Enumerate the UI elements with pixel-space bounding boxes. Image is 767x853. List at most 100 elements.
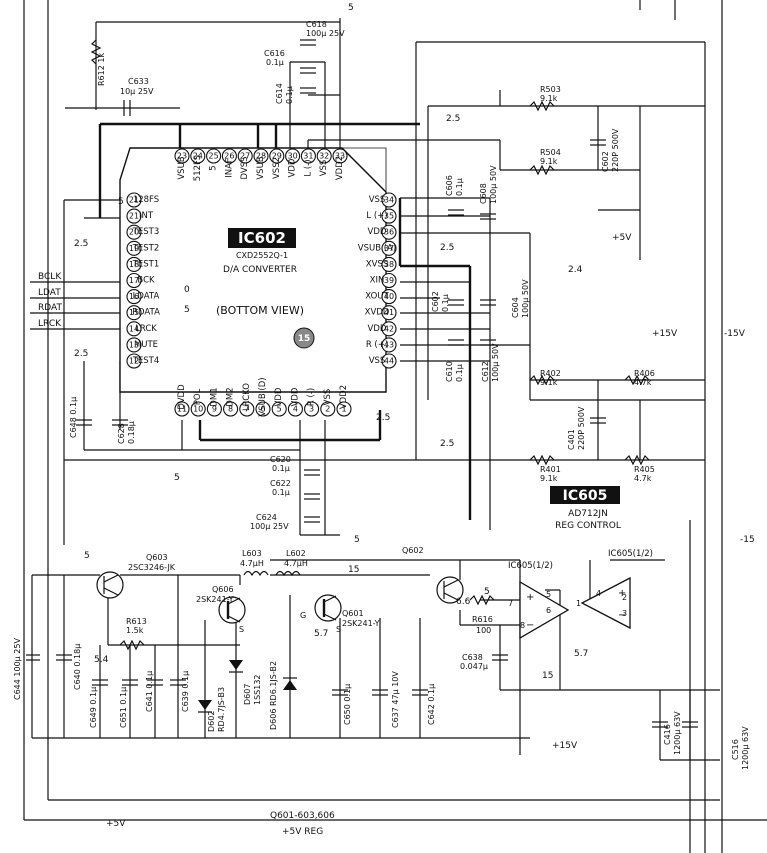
voltage-plus-5v-b: +5V [106, 819, 126, 829]
ic602-pin-name: INAF [224, 158, 234, 178]
ic602-pin-number: 9 [212, 405, 217, 414]
ic602-pin-name: VSUB (D) [258, 377, 268, 416]
ic602-ref: IC602 [238, 229, 286, 247]
ic602-pin-name: VSUB (A) [358, 243, 396, 253]
ic602-pin-right-1: 35L (+) [366, 208, 397, 224]
voltage-5-left: 5 [118, 197, 124, 207]
c622-ref: C622 [270, 479, 291, 488]
c638-value: 0.047µ [460, 662, 488, 671]
ic602-pin-bottom-8: 3R (-) [304, 388, 320, 417]
c620-value: 0.1µ [272, 464, 290, 473]
transistor-q603 [96, 571, 124, 599]
ic602-pin-number: 21 [129, 196, 139, 205]
ic602-pin-number: 21 [129, 212, 139, 221]
ic602-pin-number: 39 [384, 276, 394, 285]
voltage-5-c624: 5 [354, 535, 360, 545]
ic602-pin-name: TEST2 [132, 243, 160, 253]
c641-label: C641 0.1µ [145, 671, 154, 712]
ic602-pin-number: 8 [228, 405, 233, 414]
q601-part: 2SK241-Y [342, 619, 380, 628]
ic602-pin-name: VSUB [177, 156, 187, 179]
ic602-pin-top-8: 31L (-) [300, 148, 316, 177]
ic602-pin-number: 41 [384, 308, 394, 317]
c614-ref: C614 [275, 83, 284, 104]
c640-label: C640 0.18µ [73, 644, 82, 690]
voltage-2-5-b: 2.5 [440, 243, 454, 253]
ic602-pin-number: 7 [244, 405, 249, 414]
ic602-view: (BOTTOM VIEW) [216, 304, 304, 317]
transistor-q606 [218, 596, 246, 624]
r401-value: 9.1k [540, 474, 558, 483]
voltage-5-7-b: 5.7 [574, 649, 588, 659]
ic602-pin-number: 17 [129, 276, 139, 285]
ic602-pin-name: L (+) [366, 211, 387, 221]
q603-part: 2SC3246-JK [128, 563, 176, 572]
ic602-pin-name: VSS [369, 195, 386, 205]
signal-rdat: RDAT [38, 303, 62, 313]
diode-symbols [198, 660, 297, 713]
c516-ref: C516 [731, 739, 740, 760]
transistor-q601 [314, 594, 342, 622]
voltage-5-ic605: 5 [484, 587, 490, 597]
ic602-pin-number: 5 [277, 405, 282, 414]
ic602-pin-name: DM1 [209, 387, 219, 406]
ic602-pin-name: LRCKO [242, 383, 252, 411]
d607-ref: D607 [243, 684, 252, 705]
r402-ref: R402 [540, 369, 561, 378]
signal-bclk: BCLK [38, 272, 62, 282]
voltage-0: 0 [184, 285, 190, 295]
ic602-pin-name: POL [193, 388, 203, 405]
regulator-label: +5V REG [282, 827, 323, 837]
q606-source-label: S [239, 625, 244, 634]
ic602-package [119, 147, 387, 393]
svg-text:−: − [618, 610, 626, 621]
d607-part: 1SS132 [253, 674, 262, 705]
ic602-pin-number: 15 [129, 308, 139, 317]
signal-ldat: LDAT [38, 288, 61, 298]
c606-ref: C606 [445, 175, 454, 196]
ic602-pin-name: TEST4 [132, 356, 160, 366]
c416-value: 1200µ 63V [673, 711, 682, 755]
ic602-pin-number: 36 [384, 228, 394, 237]
voltage-plus-5v: +5V [612, 233, 632, 243]
c618-value: 100µ 25V [306, 29, 345, 38]
ic602-pin-name: 5 [209, 165, 219, 170]
voltage-2-5-bottom-2: 2.5 [440, 439, 454, 449]
ic602-pin-number: 25 [209, 152, 219, 161]
c628-ref: C628 [117, 423, 126, 444]
c401-ref: C401 [567, 429, 576, 450]
ic602-pin-number: 18 [129, 260, 139, 269]
voltage-15-c638: 15 [542, 671, 553, 681]
ic602-pin-name: TEST1 [132, 259, 160, 269]
ic602-pin-number: 3 [309, 405, 314, 414]
c612-ref: C612 [481, 361, 490, 382]
q603-ref: Q603 [146, 553, 168, 562]
ic602-pin-number: 4 [293, 405, 298, 414]
r616-value: 100 [476, 626, 491, 635]
r503-value: 9.1k [540, 94, 558, 103]
r612-label: R612 1k [97, 53, 106, 86]
voltage-2-5-mute: 2.5 [74, 349, 88, 359]
ic602-pin-number: 29 [272, 152, 282, 161]
c620-ref: C620 [270, 455, 291, 464]
ic602-pin-number: 24 [193, 152, 203, 161]
ic605-half-a: IC605(1/2) [508, 561, 553, 571]
voltage-5-q603: 5 [84, 551, 90, 561]
ic602-pin-name: VSUB [256, 156, 266, 179]
ic602-pin-name: 512FS [193, 155, 203, 181]
ic602-pin-number: 2 [325, 405, 330, 414]
ic602-pin-right-9: 43R (+) [366, 337, 397, 353]
